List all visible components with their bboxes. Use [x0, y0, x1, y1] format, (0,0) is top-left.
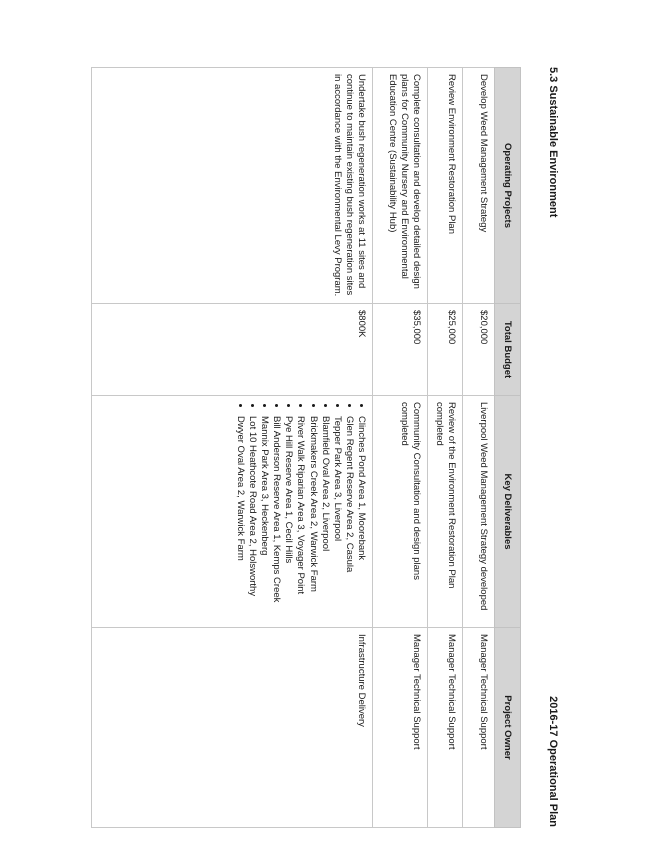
project-cell: Develop Weed Management Strategy: [462, 67, 495, 304]
plan-title: 2016-17 Operational Plan: [547, 696, 559, 827]
table-row: Complete consultation and develop detail…: [372, 67, 428, 828]
operating-projects-table: Operating Projects Total Budget Key Deli…: [91, 67, 521, 828]
deliverable-cell: Clinches Pond Area 1, Moorebank Glen Reg…: [91, 395, 373, 628]
owner-cell: Manager Technical Support: [372, 627, 428, 828]
list-item: Mannix Park Area 3, Heckenberg: [258, 416, 270, 621]
budget-cell: $35,000: [372, 303, 428, 396]
list-item: Blamfield Oval Area 2, Liverpool: [319, 416, 331, 621]
list-item: Pye Hill Reserve Area 1, Cecil Hills: [282, 416, 294, 621]
deliverable-cell: Community Consultation and design plans …: [372, 395, 428, 628]
list-item: Glen Regent Reserve Area 2, Casula: [343, 416, 355, 621]
list-item: Bill Anderson Reserve Area 1, Kemps Cree…: [270, 416, 282, 621]
budget-cell: $800K: [91, 303, 373, 396]
table-row: Develop Weed Management Strategy $20,000…: [462, 67, 495, 828]
list-item: Brickmakers Creek Area 2, Warwick Farm: [306, 416, 319, 621]
deliverable-cell: Review of the Environment Restoration Pl…: [427, 395, 463, 628]
owner-cell: Infrastructure Delivery: [91, 627, 373, 828]
list-item: River Walk Riparian Area 3, Voyager Poin…: [294, 416, 306, 621]
column-header-operating-projects: Operating Projects: [494, 67, 521, 304]
bush-regeneration-sites-list: Clinches Pond Area 1, Moorebank Glen Reg…: [234, 402, 368, 621]
project-cell: Review Environment Restoration Plan: [427, 67, 463, 304]
list-item: Dwyer Oval Area 2, Warwick Farm: [234, 416, 246, 621]
owner-cell: Manager Technical Support: [427, 627, 463, 828]
column-header-project-owner: Project Owner: [494, 627, 521, 828]
table-row: Review Environment Restoration Plan $25,…: [427, 67, 463, 828]
budget-cell: $25,000: [427, 303, 463, 396]
column-header-key-deliverables: Key Deliverables: [494, 395, 521, 628]
deliverable-cell: Liverpool Weed Management Strategy devel…: [462, 395, 495, 628]
list-item: Tepper Park Area 3, Liverpool: [331, 416, 343, 621]
project-cell: Undertake bush regeneration works at 11 …: [91, 67, 373, 304]
budget-cell: $20,000: [462, 303, 495, 396]
table-header-row: Operating Projects Total Budget Key Deli…: [494, 67, 521, 828]
column-header-total-budget: Total Budget: [494, 303, 521, 396]
page-header: 5.3 Sustainable Environment 2016-17 Oper…: [539, 67, 559, 827]
table-row: Undertake bush regeneration works at 11 …: [91, 67, 373, 828]
list-item: Lot 10 Heathcote Road Area 2, Holsworthy: [246, 416, 258, 621]
list-item: Clinches Pond Area 1, Moorebank: [355, 416, 367, 621]
section-title: 5.3 Sustainable Environment: [547, 67, 559, 218]
project-cell: Complete consultation and develop detail…: [372, 67, 428, 304]
rotated-page: 5.3 Sustainable Environment 2016-17 Oper…: [21, 67, 563, 828]
owner-cell: Manager Technical Support: [462, 627, 495, 828]
